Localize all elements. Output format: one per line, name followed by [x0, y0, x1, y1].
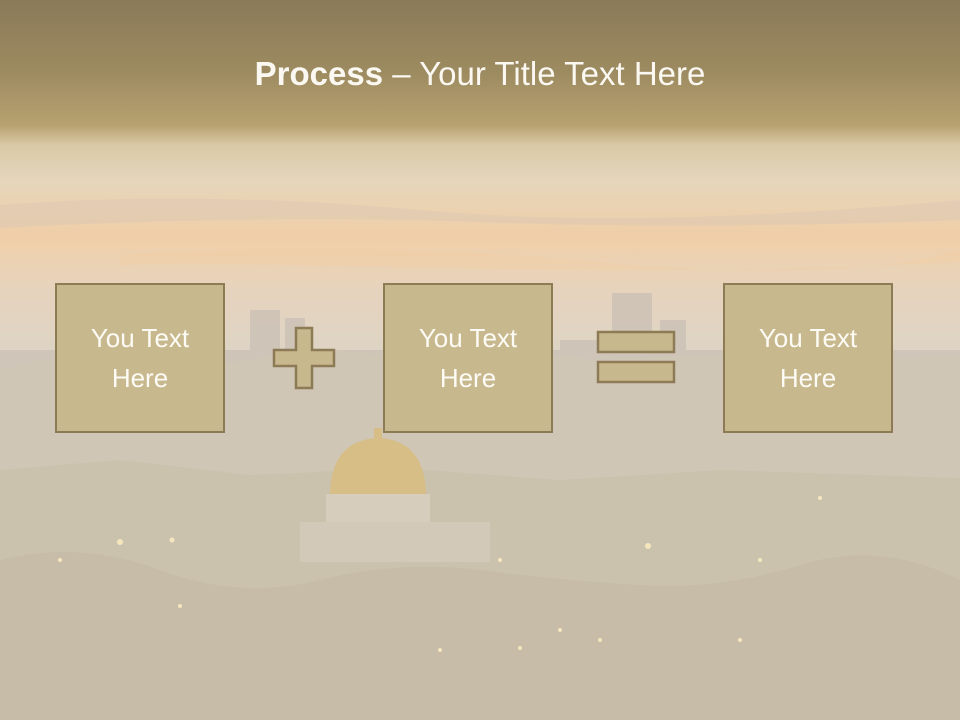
plus-icon	[272, 326, 336, 390]
process-box-1[interactable]: You Text Here	[55, 283, 225, 433]
slide-title-bold: Process	[254, 55, 384, 92]
process-box-3-label: You Text Here	[758, 323, 858, 393]
equals-icon	[596, 330, 676, 384]
process-box-2-label: You Text Here	[418, 323, 518, 393]
slide-title: Process – Your Title Text Here	[0, 52, 960, 96]
process-box-3[interactable]: You Text Here	[723, 283, 893, 433]
process-box-2[interactable]: You Text Here	[383, 283, 553, 433]
slide-title-text: – Your Title Text Here	[383, 55, 706, 92]
process-box-1-label: You Text Here	[90, 323, 190, 393]
